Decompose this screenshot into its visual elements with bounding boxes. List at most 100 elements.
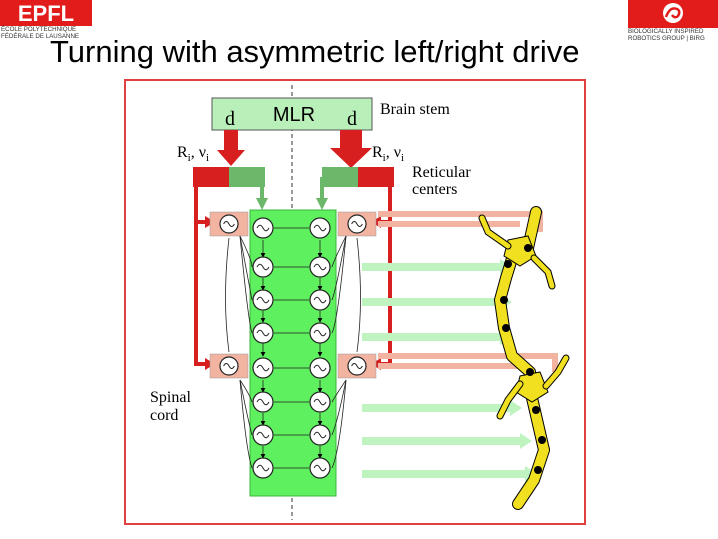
body-oscillator-left-7 (252, 424, 274, 446)
epfl-logo-line2: FÉDÉRALE DE LAUSANNE (1, 33, 80, 40)
robot-joint (538, 436, 546, 444)
body-oscillator-left-4 (252, 322, 274, 344)
spinal-cord-label-line2: cord (150, 407, 178, 424)
salamander-icon (664, 7, 681, 19)
left-r-nu-label: Ri, νi (177, 144, 209, 164)
birg-logo-line1: BIOLOGICALLY INSPIRED (628, 28, 704, 35)
body-oscillator-right-3 (309, 289, 331, 311)
body-oscillator-right-8 (309, 457, 331, 479)
sine-wave-icon (313, 296, 327, 304)
body-oscillator-left-2 (252, 256, 274, 278)
limb-body-coupling-12 (331, 379, 347, 469)
sine-wave-icon (313, 329, 327, 337)
reticular-label-line2: centers (412, 181, 457, 198)
body-oscillator-left-1 (252, 217, 274, 239)
birg-logo-caption: BIOLOGICALLY INSPIRED ROBOTICS GROUP | B… (628, 28, 705, 42)
sine-wave-icon (351, 221, 363, 227)
robot-joint (524, 244, 532, 252)
sine-wave-icon (313, 464, 327, 472)
epfl-logo-caption: ÉCOLE POLYTECHNIQUE FÉDÉRALE DE LAUSANNE (1, 26, 79, 40)
sine-wave-icon (223, 221, 235, 227)
limb-oscillator-hind-right (347, 356, 367, 376)
robot-joint (532, 406, 540, 414)
limb-body-coupling-10 (331, 379, 347, 403)
robot-joint (534, 466, 542, 474)
left-reticular-red-bar (193, 167, 229, 187)
body-oscillator-right-2 (309, 256, 331, 278)
body-oscillator-right-5 (309, 357, 331, 379)
hind-limb-output-upper (378, 353, 558, 372)
sine-wave-icon (313, 431, 327, 439)
right-reticular-green-bar (322, 167, 358, 187)
body-oscillator-left-3 (252, 289, 274, 311)
slide-title: Turning with asymmetric left/right drive (50, 34, 580, 69)
robot-hind-left-leg (497, 381, 523, 419)
body-output-arrow (362, 437, 522, 445)
body-oscillator-left-6 (252, 391, 274, 413)
sine-wave-icon (256, 398, 270, 406)
limb-body-coupling-5 (331, 235, 347, 301)
left-red-drive-lower (194, 222, 206, 366)
right-drive-arrow (330, 130, 372, 168)
body-oscillator-right-4 (309, 322, 331, 344)
sine-wave-icon (313, 224, 327, 232)
body-output-arrow (362, 470, 527, 478)
robot-hind-right-leg (543, 355, 569, 389)
sine-wave-icon (256, 364, 270, 372)
limb-body-coupling-9 (239, 379, 253, 469)
robot-joints (500, 244, 546, 474)
body-oscillator-right-6 (309, 391, 331, 413)
spinal-cord-label-line1: Spinal (150, 389, 191, 406)
robot-joint (500, 296, 508, 304)
mlr-label: MLR (273, 104, 315, 126)
epfl-logo-mark: EPFL (0, 0, 92, 26)
limb-body-coupling-3 (239, 235, 253, 334)
brain-stem-label: Brain stem (380, 101, 450, 118)
limb-body-coupling-4 (331, 235, 347, 268)
salamander-robot (478, 206, 570, 510)
sine-wave-icon (256, 263, 270, 271)
sine-wave-icon (223, 363, 235, 369)
sine-wave-icon (313, 398, 327, 406)
limb-body-coupling-2 (239, 235, 253, 301)
limb-oscillator-front-left (219, 214, 239, 234)
body-output-arrow (362, 404, 512, 412)
limb-coupling-right (356, 237, 361, 353)
epfl-logo: EPFL ÉCOLE POLYTECHNIQUE FÉDÉRALE DE LAU… (0, 0, 92, 44)
sine-wave-icon (351, 363, 363, 369)
limb-body-coupling-6 (331, 235, 347, 334)
sine-wave-icon (313, 364, 327, 372)
birg-logo-line2: ROBOTICS GROUP | BIRG (628, 35, 705, 42)
body-output-arrow-head (510, 400, 522, 416)
robot-joint (526, 368, 534, 376)
robot-joint (502, 324, 510, 332)
robot-front-right-leg (531, 255, 555, 289)
sine-wave-icon (256, 329, 270, 337)
left-green-drive-head (256, 198, 268, 210)
limb-body-coupling-1 (239, 235, 253, 268)
epfl-logo-text: EPFL (18, 1, 74, 26)
sine-wave-icon (256, 431, 270, 439)
left-drive-arrow (217, 130, 245, 166)
limb-body-coupling-7 (239, 379, 253, 403)
right-green-drive-head (316, 198, 328, 210)
epfl-logo-line1: ÉCOLE POLYTECHNIQUE (1, 26, 77, 33)
epfl-logo-background (0, 0, 92, 26)
limb-oscillator-front-right (347, 214, 367, 234)
body-output-arrow (362, 298, 502, 306)
sine-wave-icon (256, 296, 270, 304)
coupling-lines (225, 227, 361, 469)
birg-logo: BIOLOGICALLY INSPIRED ROBOTICS GROUP | B… (628, 0, 718, 44)
body-output-arrow-head (520, 433, 532, 449)
robot-front-left-leg (479, 215, 511, 249)
body-output-arrow (362, 333, 502, 341)
sine-wave-icon (313, 263, 327, 271)
reticular-label-line1: Reticular (412, 164, 471, 181)
right-reticular-red-bar (358, 167, 394, 187)
body-oscillator-right-7 (309, 424, 331, 446)
body-oscillator-left-5 (252, 357, 274, 379)
sine-wave-icon (256, 464, 270, 472)
right-r-nu-label: Ri, νi (372, 144, 404, 164)
limb-coupling-left (225, 237, 230, 353)
